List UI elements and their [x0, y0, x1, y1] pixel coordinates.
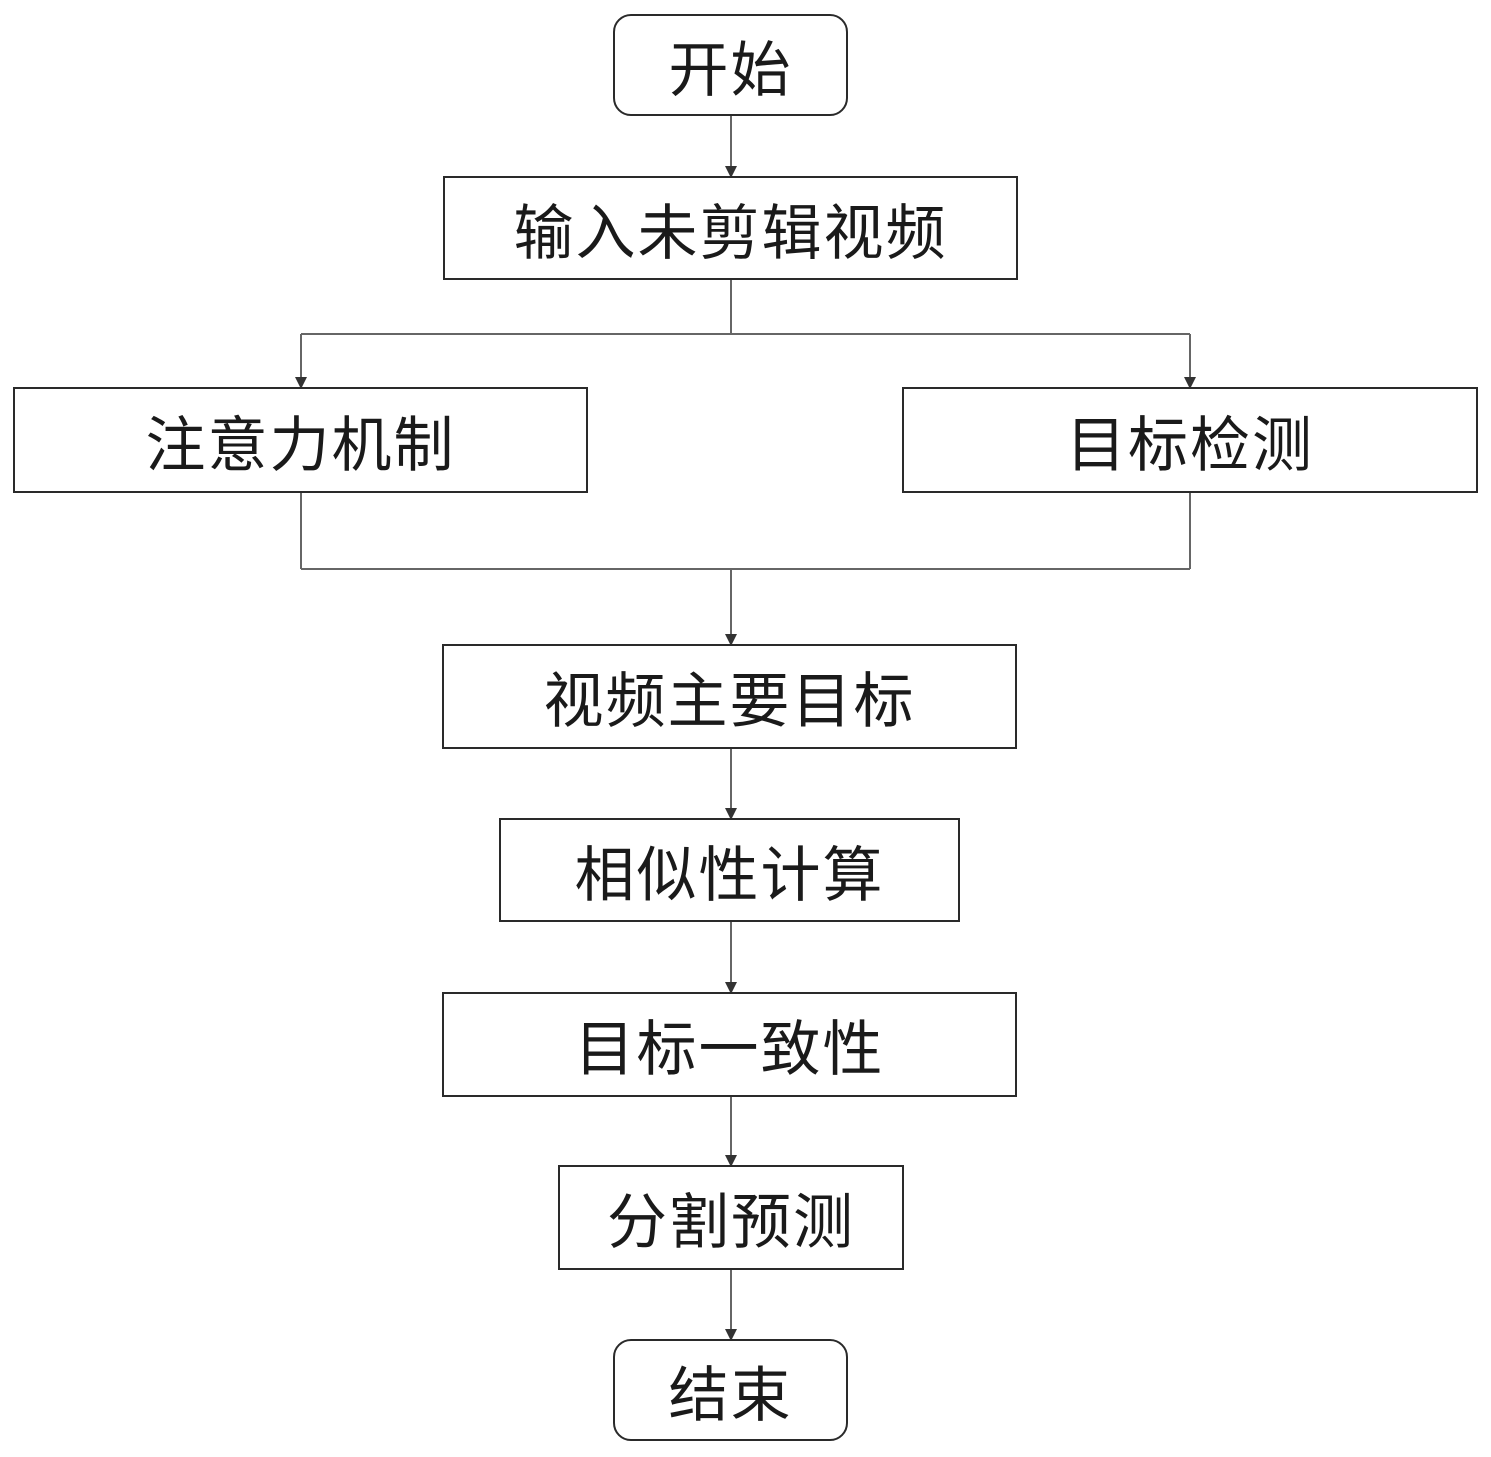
segmentation-node: 分割预测: [558, 1165, 904, 1270]
detection-node: 目标检测: [902, 387, 1478, 493]
similarity-node: 相似性计算: [499, 818, 960, 922]
input-video-node: 输入未剪辑视频: [443, 176, 1018, 280]
end-node: 结束: [613, 1339, 848, 1441]
consistency-label: 目标一致性: [574, 1015, 885, 1085]
main-target-node: 视频主要目标: [442, 644, 1017, 749]
start-label: 开始: [668, 35, 793, 106]
main-target-label: 视频主要目标: [543, 667, 916, 737]
segmentation-label: 分割预测: [607, 1188, 855, 1258]
detection-label: 目标检测: [1066, 410, 1314, 481]
attention-label: 注意力机制: [145, 410, 456, 481]
start-node: 开始: [613, 14, 848, 116]
input-video-label: 输入未剪辑视频: [513, 198, 948, 269]
consistency-node: 目标一致性: [442, 992, 1017, 1097]
similarity-label: 相似性计算: [574, 840, 885, 911]
attention-node: 注意力机制: [13, 387, 588, 493]
end-label: 结束: [668, 1360, 793, 1431]
